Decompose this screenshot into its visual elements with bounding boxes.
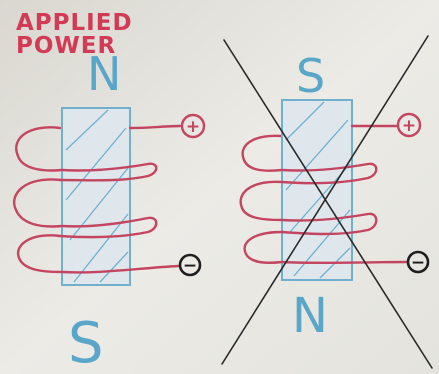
right-minus-label: − — [411, 253, 425, 273]
right-minus-terminal: − — [408, 252, 428, 273]
left-top-pole: N — [87, 47, 121, 101]
left-minus-terminal: − — [180, 255, 200, 276]
left-plus-label: + — [186, 117, 200, 137]
left-minus-label: − — [183, 256, 197, 276]
right-top-pole: S — [296, 49, 325, 103]
left-bottom-pole: S — [68, 311, 104, 374]
right-plus-label: + — [402, 116, 416, 136]
right-bottom-pole: N — [292, 288, 328, 344]
